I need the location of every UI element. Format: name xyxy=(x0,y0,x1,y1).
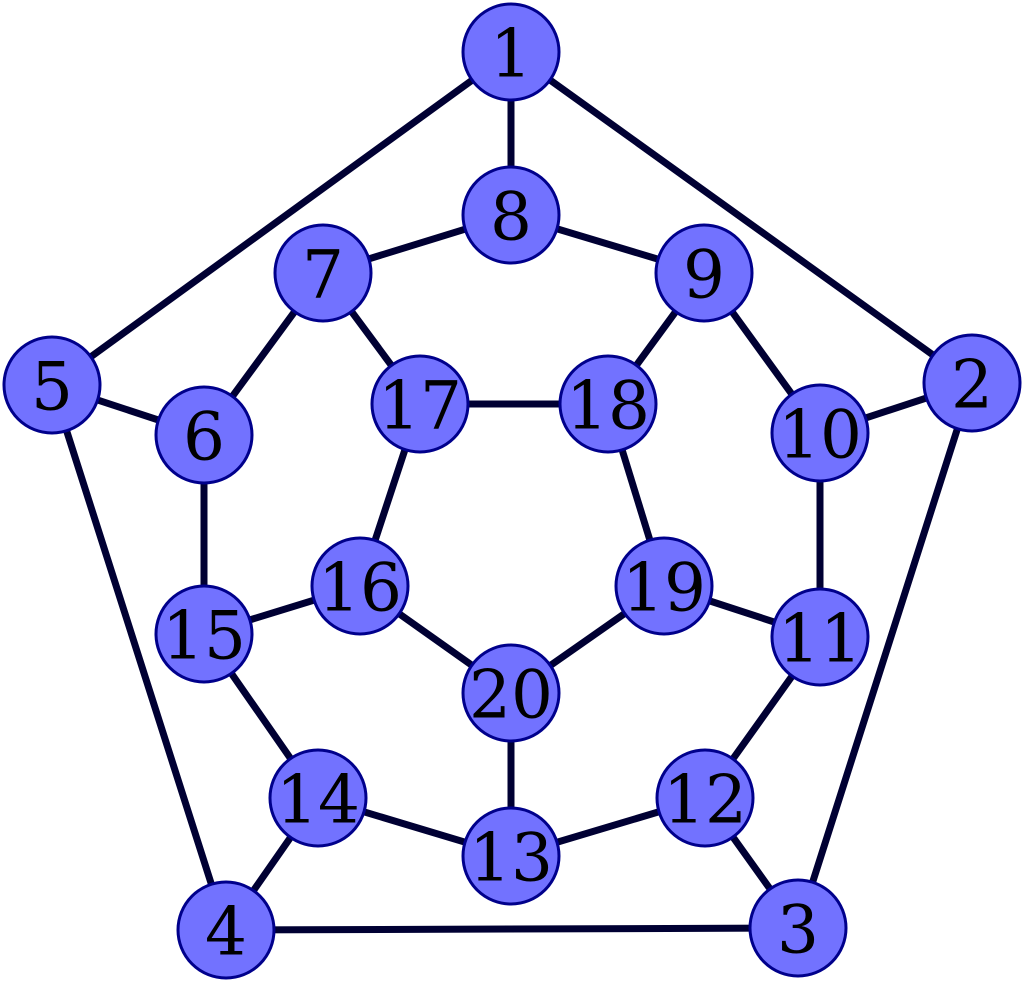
node-circle xyxy=(310,536,410,636)
node-5: 5 xyxy=(2,335,102,435)
node-label: 3 xyxy=(777,892,819,969)
node-10: 10 xyxy=(770,383,870,483)
node-circle xyxy=(770,383,870,483)
edge-2-3 xyxy=(794,379,976,932)
node-circle xyxy=(461,165,561,265)
node-label: 6 xyxy=(183,399,225,476)
node-label: 11 xyxy=(778,601,862,678)
node-16: 16 xyxy=(310,536,410,636)
node-7: 7 xyxy=(273,223,373,323)
node-circle xyxy=(461,806,561,906)
node-13: 13 xyxy=(461,806,561,906)
node-circle xyxy=(655,748,755,848)
node-circle xyxy=(654,223,754,323)
node-11: 11 xyxy=(770,587,870,687)
node-12: 12 xyxy=(655,748,755,848)
node-circle xyxy=(154,385,254,485)
node-label: 14 xyxy=(276,762,360,839)
node-label: 8 xyxy=(490,179,532,256)
edge-1-2 xyxy=(507,48,976,387)
node-circle xyxy=(770,587,870,687)
node-label: 1 xyxy=(490,16,532,93)
node-15: 15 xyxy=(154,584,254,684)
node-19: 19 xyxy=(614,536,714,636)
node-label: 15 xyxy=(162,598,246,675)
node-1: 1 xyxy=(461,2,561,102)
node-4: 4 xyxy=(176,880,276,980)
node-circle xyxy=(558,354,658,454)
node-label: 9 xyxy=(683,237,725,314)
node-label: 12 xyxy=(663,762,747,839)
node-circle xyxy=(2,335,102,435)
node-label: 17 xyxy=(378,368,462,445)
node-circle xyxy=(614,536,714,636)
node-label: 2 xyxy=(951,347,993,424)
edge-3-4 xyxy=(222,924,802,934)
node-8: 8 xyxy=(461,165,561,265)
node-label: 5 xyxy=(31,349,73,426)
node-2: 2 xyxy=(922,333,1022,433)
edge-5-1 xyxy=(48,48,515,389)
node-20: 20 xyxy=(461,643,561,743)
node-3: 3 xyxy=(748,878,848,978)
edge-4-5 xyxy=(48,381,230,934)
node-circle xyxy=(176,880,276,980)
node-17: 17 xyxy=(370,354,470,454)
node-circle xyxy=(461,2,561,102)
node-label: 4 xyxy=(205,894,247,971)
node-label: 18 xyxy=(566,368,650,445)
node-circle xyxy=(154,584,254,684)
node-9: 9 xyxy=(654,223,754,323)
node-14: 14 xyxy=(268,748,368,848)
node-circle xyxy=(273,223,373,323)
node-6: 6 xyxy=(154,385,254,485)
node-circle xyxy=(922,333,1022,433)
node-circle xyxy=(268,748,368,848)
node-circle xyxy=(370,354,470,454)
node-label: 7 xyxy=(302,237,344,314)
node-label: 10 xyxy=(778,397,862,474)
node-label: 13 xyxy=(469,820,553,897)
node-label: 20 xyxy=(469,657,553,734)
node-circle xyxy=(748,878,848,978)
node-18: 18 xyxy=(558,354,658,454)
node-label: 16 xyxy=(318,550,402,627)
node-label: 19 xyxy=(622,550,706,627)
node-circle xyxy=(461,643,561,743)
